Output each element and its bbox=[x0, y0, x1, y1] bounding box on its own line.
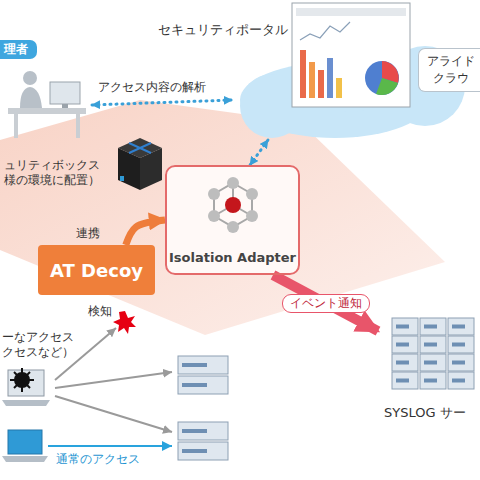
edge-label: 連携 bbox=[76, 226, 100, 241]
server-slot bbox=[396, 361, 409, 365]
link-arrow bbox=[126, 220, 165, 245]
normal-pc bbox=[2, 430, 48, 462]
security-box-cube bbox=[118, 138, 162, 190]
server-slot bbox=[396, 343, 409, 347]
server-unit bbox=[178, 376, 228, 394]
server-unit bbox=[448, 372, 474, 389]
server-unit bbox=[178, 356, 228, 374]
server-unit bbox=[392, 336, 418, 353]
server-slot bbox=[396, 379, 409, 383]
server-unit bbox=[420, 372, 446, 389]
server-slot bbox=[424, 325, 437, 329]
detection-label: 検知 bbox=[88, 304, 112, 319]
cloud-node: アライド クラウ bbox=[232, 40, 480, 140]
node-text: 様の環境に配置） bbox=[4, 173, 100, 188]
admin-illustration bbox=[8, 71, 86, 138]
isolation-adapter-box: Isolation Adapter bbox=[165, 165, 300, 275]
portal-node: セキュリティポータル bbox=[150, 0, 412, 112]
node-text: セキュリティポータル bbox=[158, 22, 288, 37]
node-text: ーなアクセス クセスなど） bbox=[2, 330, 88, 360]
node-text: アライド クラウ bbox=[418, 48, 480, 92]
server-unit bbox=[448, 354, 474, 371]
security-box-node: ュリティボックス様の環境に配置） bbox=[0, 138, 165, 196]
malicious-pc bbox=[2, 368, 50, 406]
event-arrow bbox=[273, 275, 378, 331]
server-slot bbox=[452, 325, 465, 329]
server-unit bbox=[420, 318, 446, 335]
server-slot bbox=[182, 449, 207, 453]
server-unit bbox=[178, 442, 228, 460]
node-text: SYSLOG サー bbox=[384, 405, 480, 420]
access-arrow bbox=[55, 396, 172, 432]
server-slot bbox=[424, 379, 437, 383]
server-unit bbox=[178, 422, 228, 440]
server-slot bbox=[182, 363, 207, 367]
server-slot bbox=[182, 383, 207, 387]
server-slot bbox=[396, 325, 409, 329]
server-unit bbox=[420, 354, 446, 371]
normal-access-label: 通常のアクセス bbox=[56, 452, 140, 467]
node-text: AT Decoy bbox=[50, 263, 143, 278]
adapter-icon bbox=[208, 177, 258, 233]
server-unit bbox=[420, 336, 446, 353]
analysis-link bbox=[92, 100, 232, 105]
server-slot bbox=[424, 343, 437, 347]
server-unit bbox=[448, 336, 474, 353]
node-text: ュリティボックス bbox=[4, 158, 100, 173]
normal-access-arrow bbox=[48, 445, 172, 447]
detection-mark bbox=[113, 311, 136, 334]
admin-node: 理者 bbox=[0, 40, 92, 140]
server-slot bbox=[182, 429, 207, 433]
syslog-server-node: SYSLOG サー bbox=[378, 308, 480, 424]
server-unit bbox=[392, 372, 418, 389]
platform bbox=[0, 100, 445, 335]
decoy-box: AT Decoy bbox=[38, 245, 155, 295]
server-slot bbox=[452, 343, 465, 347]
access-arrow bbox=[55, 372, 172, 388]
server-slot bbox=[424, 361, 437, 365]
malicious-pc-node: ーなアクセス クセスなど） bbox=[0, 328, 100, 418]
portal-screenshot bbox=[292, 3, 410, 107]
server-unit bbox=[448, 318, 474, 335]
server-unit bbox=[392, 354, 418, 371]
server-slot bbox=[452, 361, 465, 365]
cloud-link bbox=[250, 140, 268, 165]
edge-label: イベント通知 bbox=[282, 294, 370, 313]
server-unit bbox=[392, 318, 418, 335]
adapter-panel bbox=[165, 165, 300, 275]
node-text: 理者 bbox=[0, 40, 37, 59]
server-slot bbox=[452, 379, 465, 383]
edge-label: アクセス内容の解析 bbox=[98, 80, 206, 95]
node-text: Isolation Adapter bbox=[169, 250, 296, 265]
server-group bbox=[178, 318, 474, 460]
